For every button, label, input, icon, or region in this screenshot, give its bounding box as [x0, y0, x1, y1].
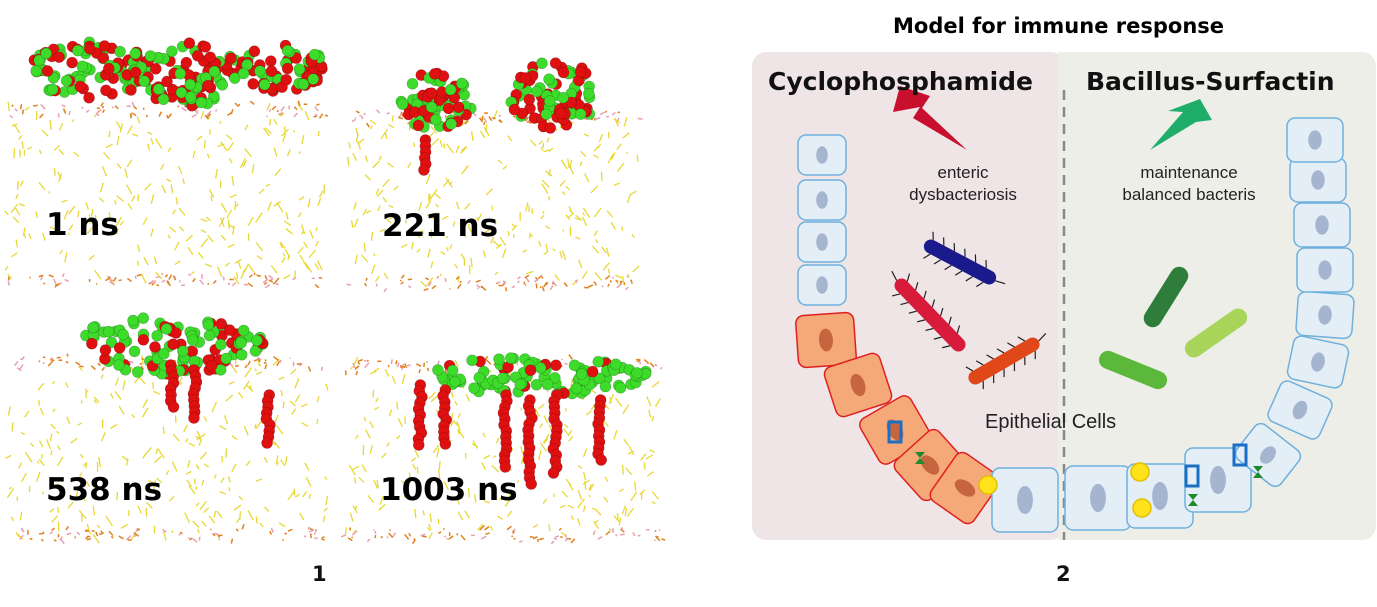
epithelial-cell-right-0: [1234, 422, 1302, 488]
peptide-insert-1003ns-2: [497, 389, 513, 473]
epithelial-cell-left-2: [797, 221, 847, 263]
epithelial-cell-right-6: [1289, 157, 1347, 203]
epithelial-cell-right-3: [1295, 290, 1355, 340]
epithelial-cell-right-7: [1286, 117, 1344, 163]
tight-junction-icon: [1184, 464, 1200, 488]
membrane-snapshot-538ns: [5, 353, 329, 545]
junction-protein-icon: [915, 452, 925, 464]
right-note-line1: maintenance: [1140, 163, 1238, 182]
peptide-cluster-1003ns: [432, 352, 652, 401]
epithelial-cell-right-2: [1286, 335, 1350, 389]
epithelial-cell-left-3: [797, 264, 847, 306]
peptide-insert-1003ns-1: [437, 384, 453, 450]
peptide-cluster-221ns-b: [505, 57, 596, 134]
epithelial-cell-right-1: [1267, 380, 1333, 440]
right-note-line2: balanced bacteris: [1122, 185, 1256, 204]
peptide-cluster-1ns-a: [28, 36, 152, 104]
junction-protein-icon: [1188, 494, 1198, 506]
snapshot-label-538ns: 538 ns: [46, 472, 163, 508]
epithelial-cells-label: Epithelial Cells: [985, 411, 1117, 433]
receptor-icon: [978, 475, 998, 495]
peptide-cluster-1ns-c: [236, 39, 328, 97]
membrane-snapshot-1ns: [4, 100, 329, 289]
peptide-insert-538ns-c: [260, 389, 276, 449]
left-agent-label: Cyclophosphamide: [768, 67, 1033, 96]
peptide-insert-1003ns-0: [412, 379, 428, 451]
snapshot-label-221ns: 221 ns: [382, 208, 499, 244]
peptide-cluster-221ns-a: [395, 67, 477, 133]
junction-protein-icon: [1253, 466, 1263, 478]
snapshot-label-1003ns: 1003 ns: [380, 472, 518, 508]
peptide-insert-538ns-b: [187, 364, 203, 424]
tight-junction-icon: [1232, 443, 1248, 467]
peptide-insert-221ns: [418, 134, 432, 176]
epithelial-cell-right-4: [1296, 247, 1354, 293]
red-lightning-icon: [893, 86, 967, 150]
epithelial-cell-left-1: [797, 179, 847, 221]
peptide-insert-538ns-a: [164, 359, 180, 413]
peptide-insert-1003ns-4: [547, 389, 563, 479]
bacterium-orange-icon: [965, 332, 1047, 390]
panel-number-2: 2: [1056, 562, 1071, 586]
bacterium-blue-icon: [923, 231, 1006, 288]
epithelial-cell-bottom-0: [991, 467, 1059, 533]
bacterium-red-icon: [891, 270, 966, 352]
epithelial-cell-damaged-4: [929, 451, 1001, 525]
tight-junction-icon: [887, 420, 903, 444]
right-note: maintenance balanced bacteris: [1103, 162, 1275, 206]
epithelial-cell-right-5: [1293, 202, 1351, 248]
epithelial-cell-left-0: [797, 134, 847, 176]
epithelial-cell-damaged-1: [823, 352, 893, 418]
peptide-cluster-538ns: [80, 312, 269, 381]
peptide-insert-1003ns-5: [592, 394, 607, 466]
epithelial-cell-bottom-1: [1064, 465, 1132, 531]
bacterium-lightgreen-icon: [1184, 308, 1248, 358]
bacterium-darkgreen-icon: [1143, 266, 1189, 328]
green-lightning-icon: [1150, 99, 1212, 150]
receptor-icon: [1130, 462, 1150, 482]
panel-number-1: 1: [312, 562, 327, 586]
left-note-line2: dysbacteriosis: [909, 185, 1017, 204]
left-note: enteric dysbacteriosis: [878, 162, 1048, 206]
receptor-icon: [1132, 498, 1152, 518]
peptide-insert-1003ns-3: [522, 394, 538, 490]
left-note-line1: enteric: [937, 163, 989, 182]
bacterium-green-icon: [1098, 350, 1168, 390]
snapshot-label-1ns: 1 ns: [46, 207, 119, 243]
epithelial-cell-damaged-0: [795, 311, 857, 369]
epithelial-cell-layer: [795, 117, 1355, 533]
right-agent-label: Bacillus-Surfactin: [1086, 67, 1335, 96]
md-snapshots-graphic: [4, 36, 666, 545]
figure-title: Model for immune response: [893, 14, 1225, 38]
